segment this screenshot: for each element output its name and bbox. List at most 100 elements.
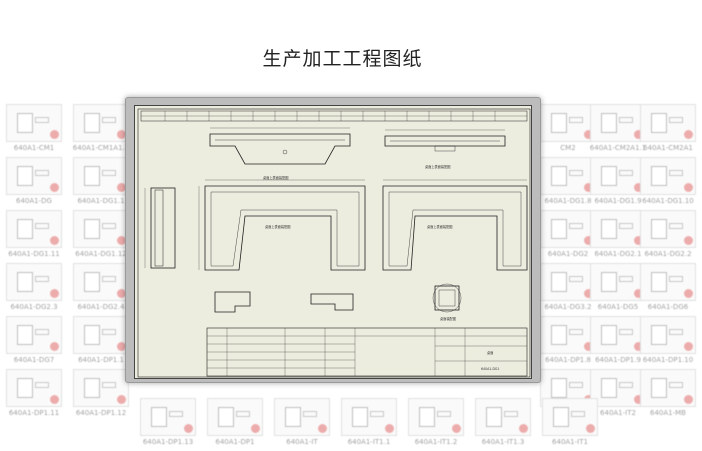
drawing-svg: 桌面上表面装配图 桌面上表面装配图 桌面上表面装配图 桌面上表面装配图 桌面装配… [137,108,531,378]
thumbnail-label: 640A1-DG2.3 [10,303,58,311]
thumbnail-label: 640A1-CM2A1.1 [589,144,647,152]
thumbnail-preview [207,398,263,436]
file-type-icon [584,183,593,192]
thumbnail[interactable]: 640A1-DG1.10 [640,157,696,210]
file-type-icon [634,289,643,298]
thumbnail-preview [274,398,330,436]
file-type-icon [586,424,595,433]
thumbnail-preview [73,104,129,142]
thumbnail-preview [73,210,129,248]
thumbnail[interactable]: 640A1-DG2.3 [6,263,62,316]
thumbnail-label: 640A1-DG1.11 [8,250,60,258]
thumbnail-preview [6,157,62,195]
thumbnail-label: 640A1-DP1 [215,438,255,446]
thumbnail-label: 640A1-MB [650,409,686,417]
thumbnail-label: 640A1-CM2A1 [643,144,693,152]
file-type-icon [584,130,593,139]
thumbnail-label: 640A1-DG [16,197,52,205]
thumbnail[interactable]: 640A1-DG1.1 [73,157,129,210]
thumbnail[interactable]: 640A1-DP1.11 [6,369,62,422]
thumbnail-preview [540,157,596,195]
thumbnail[interactable]: 640A1-DP1.13 [140,398,196,451]
thumbnail-label: 640A1-DP1.1 [78,356,124,364]
thumbnail[interactable]: 640A1-CM1 [6,104,62,157]
thumbnail-label: 640A1-DG1.10 [642,197,694,205]
thumbnail[interactable]: 640A1-DP1.1 [73,316,129,369]
thumbnail[interactable]: 640A1-DG2.4 [73,263,129,316]
thumbnail-label: 640A1-DP1.8 [545,356,591,364]
thumbnail-preview [640,210,696,248]
thumbnail[interactable]: 640A1-DP1.10 [640,316,696,369]
thumbnail-preview [73,369,129,407]
thumbnail-label: CM2 [560,144,576,152]
thumbnail-preview [408,398,464,436]
thumbnail[interactable]: 640A1-IT1.2 [408,398,464,451]
thumbnail-preview [590,157,646,195]
thumbnail-label: 640A1-DG6 [647,303,689,311]
thumbnail[interactable]: 640A1-DG1.9 [590,157,646,210]
thumbnail[interactable]: 640A1-DP1 [207,398,263,451]
title-block-code: 640A1-DG1 [481,367,499,371]
thumbnail[interactable]: 640A1-DG1.11 [6,210,62,263]
thumbnail[interactable]: 640A1-IT1.1 [341,398,397,451]
thumbnail-label: 640A1-DP1.9 [595,356,641,364]
thumbnail-preview [6,263,62,301]
thumbnail-label: 640A1-DG1.1 [77,197,125,205]
thumbnail-preview [475,398,531,436]
thumbnail[interactable]: 640A1-DP1.12 [73,369,129,422]
thumbnail[interactable]: 640A1-DG2.2 [640,210,696,263]
file-type-icon [684,289,693,298]
thumbnail-label: 640A1-CM1A1.2 [72,144,130,152]
thumbnail[interactable]: 640A1-IT1.3 [475,398,531,451]
thumbnail[interactable]: CM2 [540,104,596,157]
thumbnail-label: 640A1-DG2.1 [594,250,642,258]
file-type-icon [684,395,693,404]
thumbnail-label: 640A1-DP1.12 [75,409,127,417]
file-type-icon [117,183,126,192]
file-type-icon [634,395,643,404]
thumbnail-label: 640A1-DG1.9 [594,197,642,205]
file-type-icon [385,424,394,433]
thumbnail-preview [6,316,62,354]
page-title: 生产加工工程图纸 [262,48,423,70]
file-type-icon [684,130,693,139]
thumbnail[interactable]: 640A1-MB [640,369,696,422]
thumbnail[interactable]: 640A1-DG7 [6,316,62,369]
thumbnail-label: 640A1-DP1.13 [142,438,194,446]
thumbnail-label: 640A1-DG1.8 [544,197,592,205]
file-type-icon [452,424,461,433]
thumbnail-label: 640A1-IT [286,438,318,446]
file-type-icon [50,183,59,192]
thumbnail[interactable]: 640A1-IT1 [542,398,598,451]
thumbnail-label: 640A1-IT1 [552,438,588,446]
file-type-icon [50,395,59,404]
thumbnail[interactable]: 640A1-DG [6,157,62,210]
file-type-icon [117,236,126,245]
thumbnail-preview [540,210,596,248]
thumbnail[interactable]: 640A1-CM2A1.1 [590,104,646,157]
thumbnail-label: 640A1-CM1 [13,144,55,152]
thumbnail[interactable]: 640A1-DG1.12 [73,210,129,263]
thumbnail[interactable]: 640A1-CM1A1.2 [73,104,129,157]
thumbnail[interactable]: 640A1-IT2 [590,369,646,422]
thumbnail[interactable]: 640A1-DG5 [590,263,646,316]
thumbnail[interactable]: 640A1-DG2.1 [590,210,646,263]
file-type-icon [519,424,528,433]
engineering-drawing-sheet: 桌面上表面装配图 桌面上表面装配图 桌面上表面装配图 桌面上表面装配图 桌面装配… [134,105,532,379]
thumbnail[interactable]: 640A1-DP1.8 [540,316,596,369]
drawing-viewer[interactable]: 桌面上表面装配图 桌面上表面装配图 桌面上表面装配图 桌面上表面装配图 桌面装配… [125,97,541,383]
thumbnail-label: 640A1-IT1.2 [414,438,458,446]
file-type-icon [634,236,643,245]
thumbnail-preview [590,104,646,142]
file-type-icon [584,289,593,298]
thumbnail-preview [6,369,62,407]
thumbnail-preview [590,263,646,301]
thumbnail-label: 640A1-DG2.4 [77,303,125,311]
thumbnail[interactable]: 640A1-IT [274,398,330,451]
thumbnail-label: 640A1-IT2 [600,409,636,417]
thumbnail[interactable]: 640A1-DG2 [540,210,596,263]
thumbnail[interactable]: 640A1-DP1.9 [590,316,646,369]
thumbnail[interactable]: 640A1-CM2A1 [640,104,696,157]
thumbnail[interactable]: 640A1-DG6 [640,263,696,316]
file-type-icon [117,342,126,351]
